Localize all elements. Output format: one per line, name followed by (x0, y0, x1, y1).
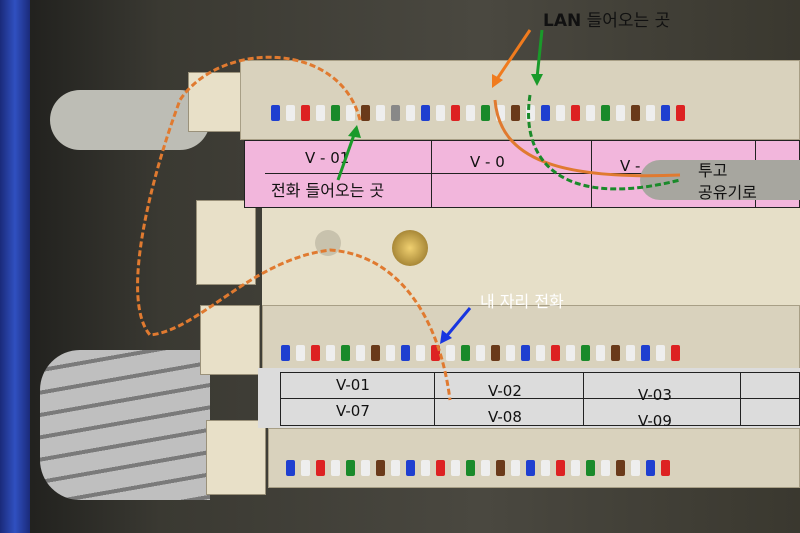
my-desk-phone-annotation: 내 자리 전화 (480, 292, 564, 311)
bottom-label-v03: V-03 (638, 386, 672, 404)
brass-screw (392, 230, 428, 266)
top-label-v03: V - (620, 157, 641, 175)
middle-mount-section (262, 208, 800, 308)
bottom-jack-row (275, 345, 800, 361)
top-label-v01: V - 01 (305, 149, 350, 167)
lan-wire-orange (493, 99, 681, 178)
bottom-label-v07: V-07 (336, 402, 370, 420)
to-router-line2: 공유기로 (698, 183, 757, 202)
blue-cable (0, 0, 30, 533)
lan-bold-text: LAN (543, 11, 582, 31)
mount-bracket (206, 420, 266, 495)
green-arrow-lan (535, 29, 544, 79)
bottom-label-strip: V-01 V-02 V-03 V-07 V-08 V-09 (258, 368, 800, 430)
mount-bracket (196, 200, 256, 285)
orange-arrow (493, 29, 532, 83)
gray-cable-bundle (40, 350, 210, 500)
to-router-line1: 투고 (698, 161, 728, 180)
lan-wire-green (527, 94, 681, 191)
bottom-label-v01: V-01 (336, 376, 370, 394)
bottom-label-v08: V-08 (488, 408, 522, 426)
bottom-label-v09: V-09 (638, 412, 672, 430)
lowest-jack-row (280, 460, 800, 476)
top-punch-block (240, 60, 800, 140)
blue-arrow (443, 307, 472, 339)
mount-bracket (200, 305, 260, 375)
bottom-label-v02: V-02 (488, 382, 522, 400)
top-label-v02: V - 0 (470, 153, 505, 171)
mount-bracket (188, 72, 248, 132)
gray-cable-top (50, 90, 210, 150)
top-jack-row (265, 105, 800, 121)
green-arrow-phone (336, 131, 357, 181)
lan-rest-text: 들어오는 곳 (581, 11, 671, 31)
mount-hole (315, 230, 341, 256)
gray-cable-router (640, 160, 800, 200)
phone-in-annotation: 전화 들어오는 곳 (271, 181, 385, 200)
to-router-annotation: 투고 공유기로 (698, 160, 757, 204)
lan-in-annotation: LAN 들어오는 곳 (543, 6, 670, 31)
orange-phone-wire (136, 55, 452, 401)
